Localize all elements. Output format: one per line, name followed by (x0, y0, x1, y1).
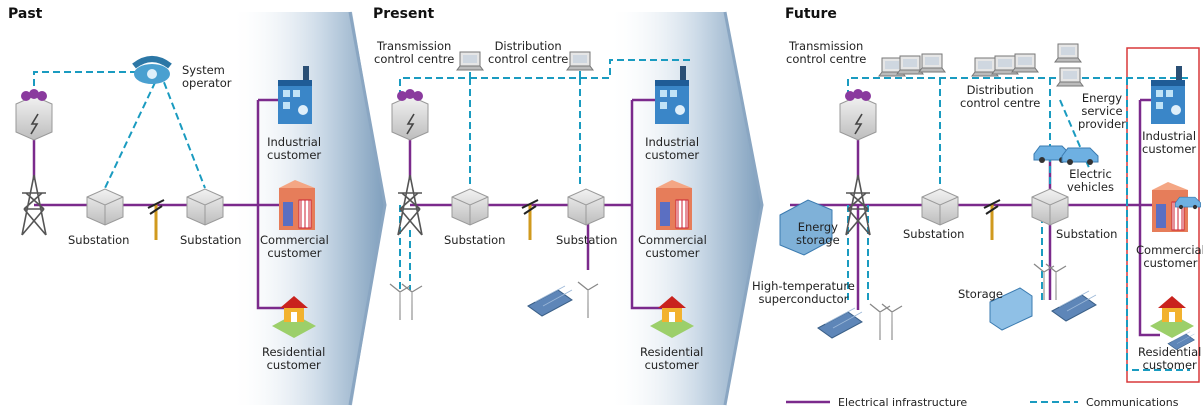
present-turbine-1-icon (389, 283, 411, 321)
future-turbine-1-icon (869, 303, 891, 341)
future-pole-icon (982, 198, 1002, 242)
future-hts-label: High-temperature superconductor (752, 279, 855, 306)
present-power-station-icon (391, 88, 429, 141)
past-commercial-label: Commercial customer (260, 233, 329, 260)
past-system-operator-label: System operator (182, 63, 232, 90)
future-comm-drops (939, 78, 1091, 188)
future-solar-panel-1-icon (817, 307, 863, 339)
present-comm-backbone (399, 66, 581, 108)
present-transmission-pc-icon (456, 51, 484, 71)
future-residential-icon (1150, 296, 1194, 338)
legend-electrical-label: Electrical infrastructure (838, 396, 968, 409)
future-power-station-icon (839, 88, 877, 141)
future-heading: Future (785, 6, 837, 22)
future-solar-panel-2-icon (1051, 290, 1097, 322)
present-solar-panel-icon (527, 285, 573, 317)
era-arrow-present-edge (723, 11, 764, 406)
present-substation-1-icon (451, 188, 489, 226)
past-feeder-line (256, 100, 290, 310)
future-electric-vehicle-2-icon (1061, 147, 1099, 166)
present-transmission-label: Transmission control centre (374, 39, 455, 66)
past-comm-substation-2 (159, 71, 206, 189)
future-energy-service-pc-icon (1054, 43, 1082, 63)
present-comm-industrial (580, 59, 690, 79)
present-feeder-line (630, 100, 665, 310)
future-feeder-line (1138, 100, 1160, 337)
future-distribution-label: Distribution control centre (960, 83, 1041, 110)
future-industrial-icon (1151, 66, 1185, 124)
present-industrial-label: Industrial customer (645, 135, 700, 162)
future-substation-2-icon (1031, 188, 1069, 226)
future-energy-storage-icon (779, 199, 833, 256)
future-energy-service-pc-2-icon (1056, 67, 1084, 87)
present-commercial-label: Commercial customer (638, 233, 707, 260)
present-heading: Present (373, 6, 435, 22)
era-arrow-past-edge (348, 11, 387, 406)
future-substation-1-label: Substation (903, 227, 965, 241)
present-distribution-pc-icon (566, 51, 594, 71)
past-power-station-icon (15, 88, 53, 141)
future-transmission-pc-3-icon (918, 53, 946, 73)
future-energy-service-label: Energy service provider (1078, 91, 1126, 131)
past-heading: Past (8, 6, 43, 22)
present-comm-drops (399, 78, 581, 290)
future-substation-1-icon (921, 188, 959, 226)
future-residential-label: Residential customer (1138, 345, 1202, 372)
legend-communications-label: Communications (1086, 396, 1179, 409)
past-residential-label: Residential customer (262, 345, 326, 372)
present-commercial-icon (655, 179, 693, 231)
present-distribution-label: Distribution control centre (488, 39, 569, 66)
future-substation-2-label: Substation (1056, 227, 1118, 241)
past-comm-substation-1 (104, 71, 161, 189)
future-commercial-label: Commercial customer (1136, 243, 1203, 270)
past-substation-1-label: Substation (68, 233, 130, 247)
past-pole-icon (146, 198, 166, 242)
present-substation-2-label: Substation (556, 233, 618, 247)
past-substation-2-icon (186, 188, 224, 226)
future-comm-customer-bus (1126, 78, 1190, 371)
future-distribution-pc-3-icon (1011, 53, 1039, 73)
future-storage-label: Storage (958, 287, 1003, 301)
present-residential-label: Residential customer (640, 345, 704, 372)
future-electric-vehicles-label: Electric vehicles (1067, 167, 1114, 194)
present-turbine-3-icon (577, 281, 599, 319)
past-industrial-label: Industrial customer (267, 135, 322, 162)
future-transmission-label: Transmission control centre (786, 39, 867, 66)
future-energy-storage-label: Energy storage (796, 220, 840, 247)
present-pole-icon (520, 198, 540, 242)
past-telephone-icon (134, 59, 170, 84)
future-storage-icon (989, 287, 1033, 331)
future-commercial-ev-icon (1175, 196, 1201, 210)
past-commercial-icon (278, 179, 316, 231)
past-substation-1-icon (86, 188, 124, 226)
present-substation-1-label: Substation (444, 233, 506, 247)
future-industrial-label: Industrial customer (1142, 129, 1197, 156)
present-substation-2-icon (567, 188, 605, 226)
past-substation-2-label: Substation (180, 233, 242, 247)
